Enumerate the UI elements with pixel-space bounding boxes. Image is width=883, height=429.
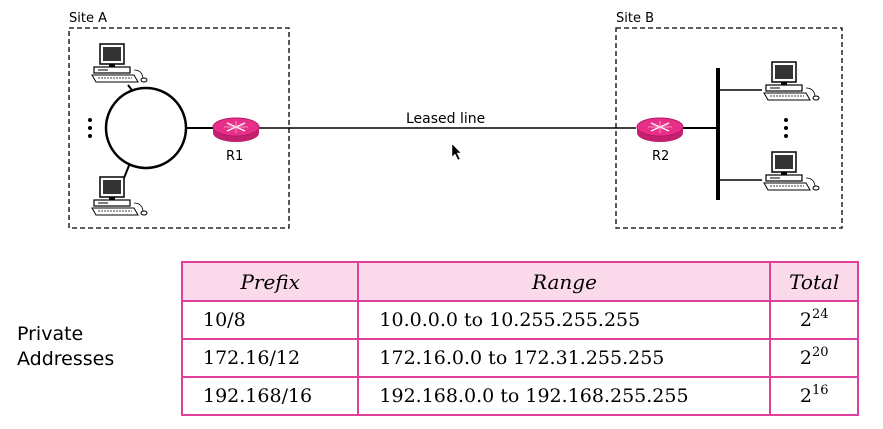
leased-line-label: Leased line — [406, 111, 485, 127]
cell-prefix: 192.168/16 — [180, 376, 360, 416]
total-exponent: 24 — [812, 307, 829, 322]
site-a-computer-top — [91, 43, 148, 83]
site-b-computer-bottom — [763, 151, 820, 191]
site-a-computer-bottom — [91, 176, 148, 216]
cell-prefix: 172.16/12 — [180, 338, 360, 378]
private-address-table: Prefix Range Total 10/8 10.0.0.0 to 10.2… — [180, 261, 859, 416]
header-prefix: Prefix — [180, 261, 360, 302]
header-range: Range — [357, 261, 772, 302]
cell-total: 220 — [769, 338, 859, 378]
site-a-label: Site A — [69, 11, 107, 26]
table-header-row: Prefix Range Total — [180, 261, 859, 302]
cell-range: 192.168.0.0 to 192.168.255.255 — [357, 376, 772, 416]
router-r2-label: R2 — [652, 149, 669, 164]
cell-range: 10.0.0.0 to 10.255.255.255 — [357, 300, 772, 340]
cell-total: 216 — [769, 376, 859, 416]
side-label-line2: Addresses — [17, 348, 115, 370]
table-row: 192.168/16 192.168.0.0 to 192.168.255.25… — [180, 376, 859, 416]
total-base: 2 — [799, 347, 812, 369]
site-b-computer-top — [763, 61, 820, 101]
table-row: 172.16/12 172.16.0.0 to 172.31.255.255 2… — [180, 338, 859, 378]
cell-range: 172.16.0.0 to 172.31.255.255 — [357, 338, 772, 378]
ellipsis-dots-b — [784, 118, 788, 138]
ring-network — [104, 86, 188, 170]
router-r1-icon — [212, 117, 260, 143]
network-diagram: Site A Site B Leased line R1 R2 — [68, 11, 843, 229]
total-exponent: 20 — [812, 345, 829, 360]
ellipsis-dots-a — [88, 118, 92, 138]
cursor-icon — [451, 143, 462, 161]
side-label-line1: Private — [17, 323, 84, 345]
header-total: Total — [769, 261, 859, 302]
router-r2-icon — [636, 117, 684, 143]
total-base: 2 — [799, 385, 812, 407]
total-base: 2 — [799, 309, 812, 331]
site-b-label: Site B — [616, 11, 654, 26]
total-exponent: 16 — [812, 383, 829, 398]
cell-total: 224 — [769, 300, 859, 340]
router-r1-label: R1 — [226, 149, 243, 164]
cell-prefix: 10/8 — [180, 300, 360, 340]
private-addresses-label: Private Addresses — [17, 322, 114, 372]
table-row: 10/8 10.0.0.0 to 10.255.255.255 224 — [180, 300, 859, 340]
